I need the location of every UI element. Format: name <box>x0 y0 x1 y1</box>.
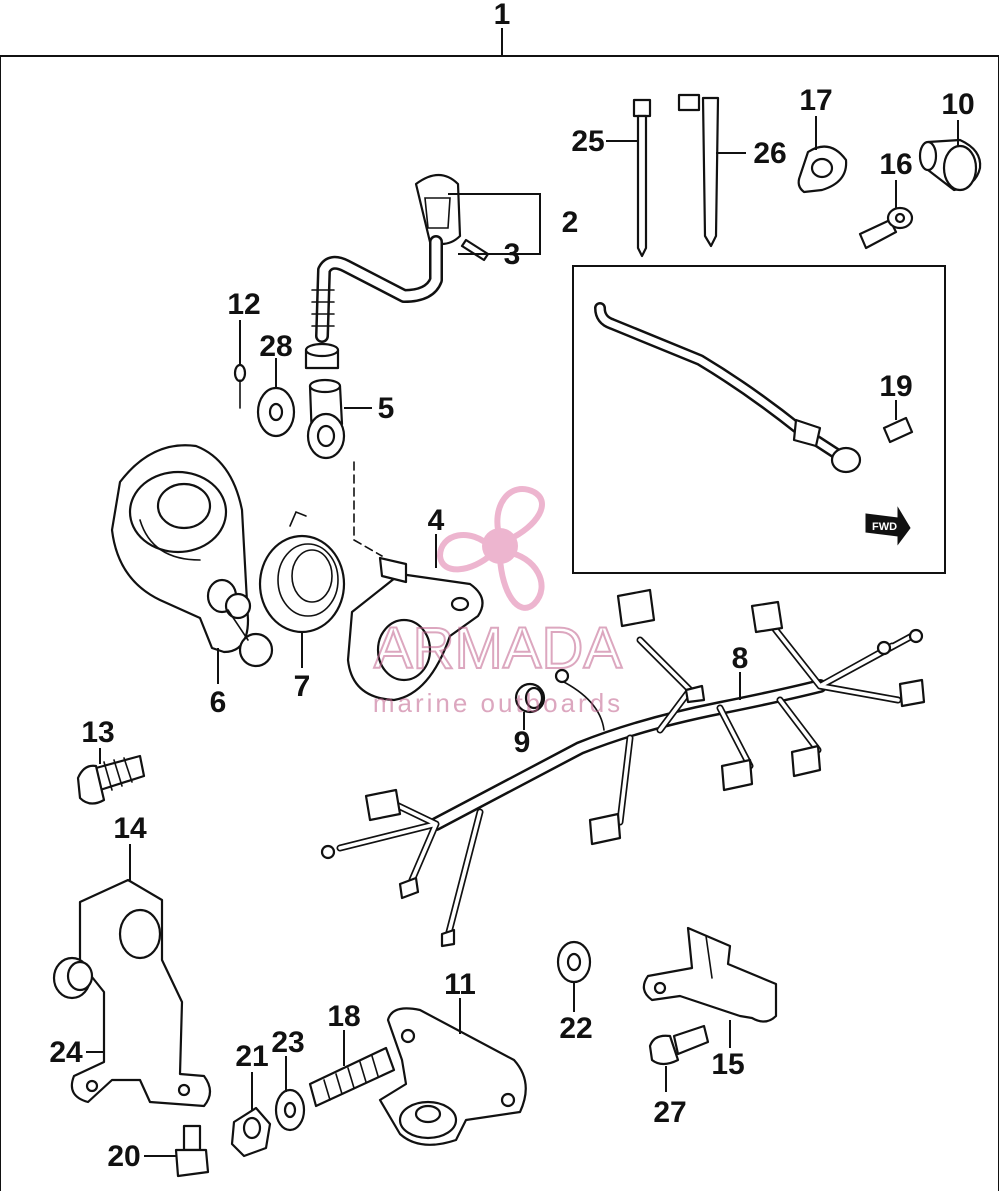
assembly-dash-line <box>353 461 383 557</box>
bracket-15 <box>642 926 778 1023</box>
callout-23: 23 <box>271 1026 304 1059</box>
nut-21 <box>230 1106 272 1158</box>
callout-11: 11 <box>444 968 476 1001</box>
watermark-brand: ARMADA <box>374 616 622 681</box>
callout-20: 20 <box>107 1140 140 1173</box>
callout-5: 5 <box>378 392 395 425</box>
callout-19: 19 <box>879 370 912 403</box>
callout-7: 7 <box>294 670 311 703</box>
callout-16: 16 <box>879 148 912 181</box>
cotter-pin-12 <box>233 363 247 409</box>
bolt-20 <box>174 1124 210 1178</box>
callout-9: 9 <box>514 726 531 759</box>
callout-3: 3 <box>504 238 521 271</box>
plate-11 <box>378 1007 527 1146</box>
callout-18: 18 <box>327 1000 360 1033</box>
stud-18 <box>308 1046 396 1108</box>
bracket-4 <box>346 556 484 702</box>
callout-22: 22 <box>559 1012 592 1045</box>
sleeve-10 <box>918 138 982 192</box>
callout-10: 10 <box>941 88 974 121</box>
bracket-14 <box>70 878 212 1108</box>
assembly-frame <box>0 55 999 1191</box>
propeller-logo <box>436 486 545 611</box>
terminal-16 <box>858 206 914 250</box>
callout-13: 13 <box>81 716 114 749</box>
callout-26: 26 <box>753 137 786 170</box>
watermark-tagline: marine outboards <box>373 688 623 718</box>
leader-lines <box>86 116 959 1157</box>
nut <box>304 342 340 370</box>
bolt-13 <box>76 754 146 805</box>
joint-5 <box>306 378 346 460</box>
callout-24: 24 <box>49 1036 83 1069</box>
fwd-arrow: FWD <box>865 506 911 546</box>
inset-box <box>572 265 946 574</box>
callout-6: 6 <box>210 686 227 719</box>
callout-8: 8 <box>732 642 749 675</box>
grommet-9 <box>514 682 546 714</box>
callout-12: 12 <box>227 288 260 321</box>
callout-4: 4 <box>428 504 445 537</box>
washer-28 <box>256 386 296 438</box>
callout-assembly: 1 <box>494 0 511 31</box>
lever-rod-2 <box>311 173 462 343</box>
inset-rod <box>594 302 862 474</box>
cam-plate-6 <box>110 444 274 668</box>
washer-22 <box>556 940 592 984</box>
wiring-harness-8 <box>320 588 926 948</box>
bolt-27 <box>648 1024 710 1066</box>
callout-28: 28 <box>259 330 292 363</box>
callout-17: 17 <box>799 84 832 117</box>
pin-3 <box>460 238 490 262</box>
callout-2: 2 <box>562 206 579 239</box>
callout-15: 15 <box>711 1048 744 1081</box>
callout-27: 27 <box>653 1096 686 1129</box>
cable-tie-25 <box>632 98 652 258</box>
callout-14: 14 <box>113 812 147 845</box>
cable-tie-26 <box>677 93 720 248</box>
callout-21: 21 <box>235 1040 268 1073</box>
spring-7 <box>258 510 346 634</box>
watermark: ARMADA marine outboards <box>373 486 623 718</box>
washer-23 <box>274 1088 306 1132</box>
callout-25: 25 <box>571 125 604 158</box>
fwd-label: FWD <box>872 521 897 533</box>
clamp-17 <box>797 145 848 194</box>
bolt-19 <box>882 416 914 444</box>
grommet-24 <box>52 956 94 1000</box>
